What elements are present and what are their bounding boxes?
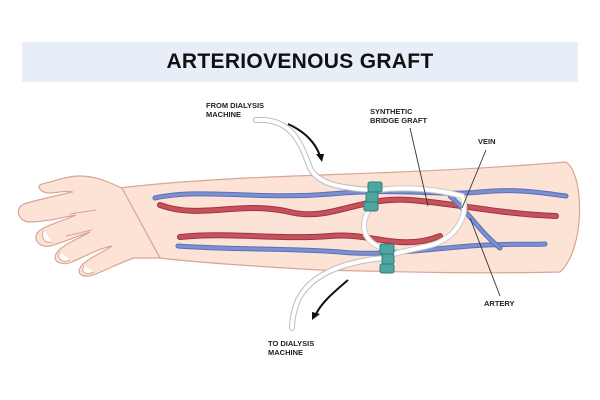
label-artery: ARTERY — [484, 299, 515, 308]
dialysis-tubing — [253, 116, 387, 331]
fingernail — [82, 265, 95, 275]
title-banner: ARTERIOVENOUS GRAFT — [22, 42, 578, 82]
needle-connector-upper — [363, 181, 383, 212]
leader-line-graft — [409, 127, 429, 207]
label-vein: VEIN — [478, 137, 496, 146]
fingernail — [41, 229, 53, 243]
finger-crease — [69, 209, 97, 215]
label-to-dialysis: TO DIALYSIS MACHINE — [268, 339, 315, 357]
finger-crease — [65, 229, 93, 237]
flow-arrow-out — [312, 279, 349, 320]
needle-connector-lower — [379, 243, 395, 274]
artery-vessels — [157, 196, 559, 246]
leader-line-vein — [461, 149, 487, 209]
hand-skin — [17, 175, 162, 277]
forearm-skin — [119, 161, 581, 274]
flow-arrow-in — [287, 123, 324, 162]
label-from-dialysis: FROM DIALYSIS MACHINE — [206, 101, 265, 119]
fingernail — [58, 251, 71, 262]
diagram-title: ARTERIOVENOUS GRAFT — [166, 50, 434, 73]
leader-line-artery — [469, 217, 501, 297]
label-synthetic-graft: SYNTHETIC BRIDGE GRAFT — [370, 107, 428, 125]
